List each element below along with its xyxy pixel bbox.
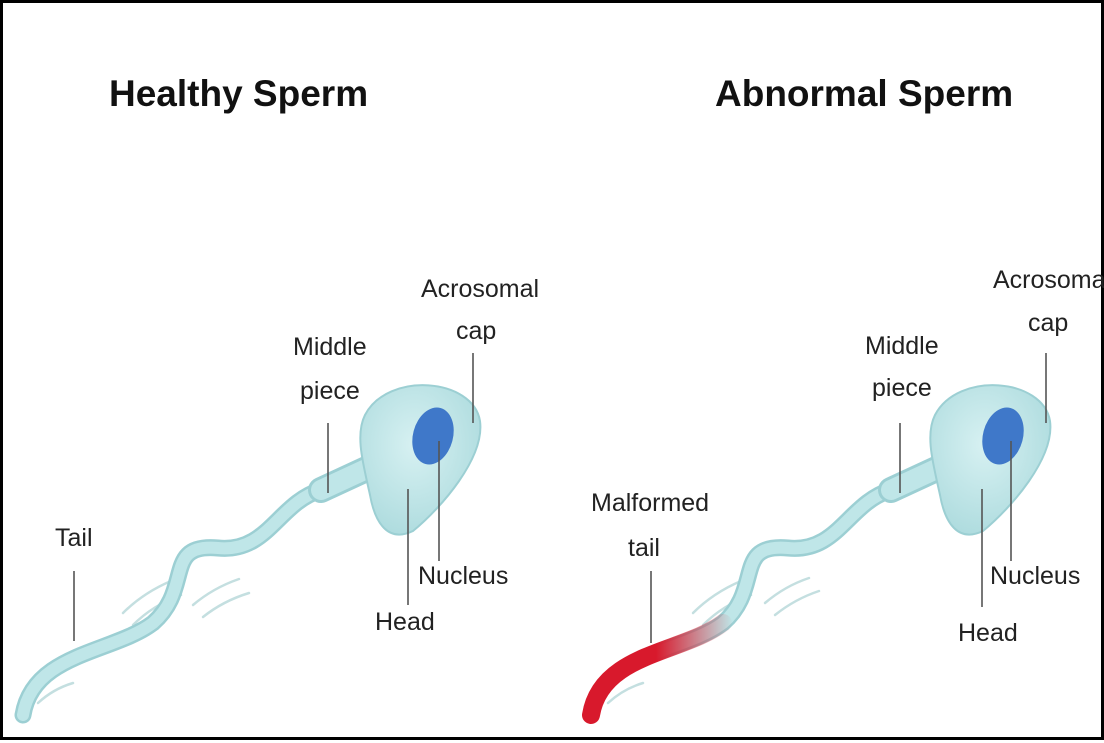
label-cap: cap — [1028, 309, 1068, 337]
label-middle: Middle — [865, 332, 939, 360]
label-malformed-tail: tail — [628, 534, 660, 562]
motion-line — [765, 578, 809, 603]
label-cap: cap — [456, 317, 496, 345]
motion-line — [193, 579, 239, 605]
abnormal-tail — [591, 483, 911, 715]
sperm-comparison-diagram: Healthy Sperm Acrosomal cap Middle piece… — [3, 3, 1104, 743]
motion-line — [775, 591, 819, 615]
label-piece: piece — [300, 377, 360, 405]
label-malformed: Malformed — [591, 489, 709, 517]
label-middle: Middle — [293, 333, 367, 361]
label-piece: piece — [872, 374, 932, 402]
label-acrosomal: Acrosomal — [993, 266, 1104, 294]
abnormal-title: Abnormal Sperm — [715, 73, 1013, 114]
motion-line — [203, 593, 249, 617]
label-nucleus: Nucleus — [990, 562, 1080, 590]
label-acrosomal: Acrosomal — [421, 275, 539, 303]
label-nucleus: Nucleus — [418, 562, 508, 590]
label-tail: Tail — [55, 524, 93, 552]
healthy-tail — [23, 483, 341, 715]
abnormal-sperm-panel: Abnormal Sperm Acrosomal cap Middle piec… — [591, 73, 1104, 715]
healthy-title: Healthy Sperm — [109, 73, 368, 114]
healthy-sperm-panel: Healthy Sperm Acrosomal cap Middle piece… — [23, 73, 539, 715]
label-head: Head — [375, 608, 435, 636]
label-head: Head — [958, 619, 1018, 647]
